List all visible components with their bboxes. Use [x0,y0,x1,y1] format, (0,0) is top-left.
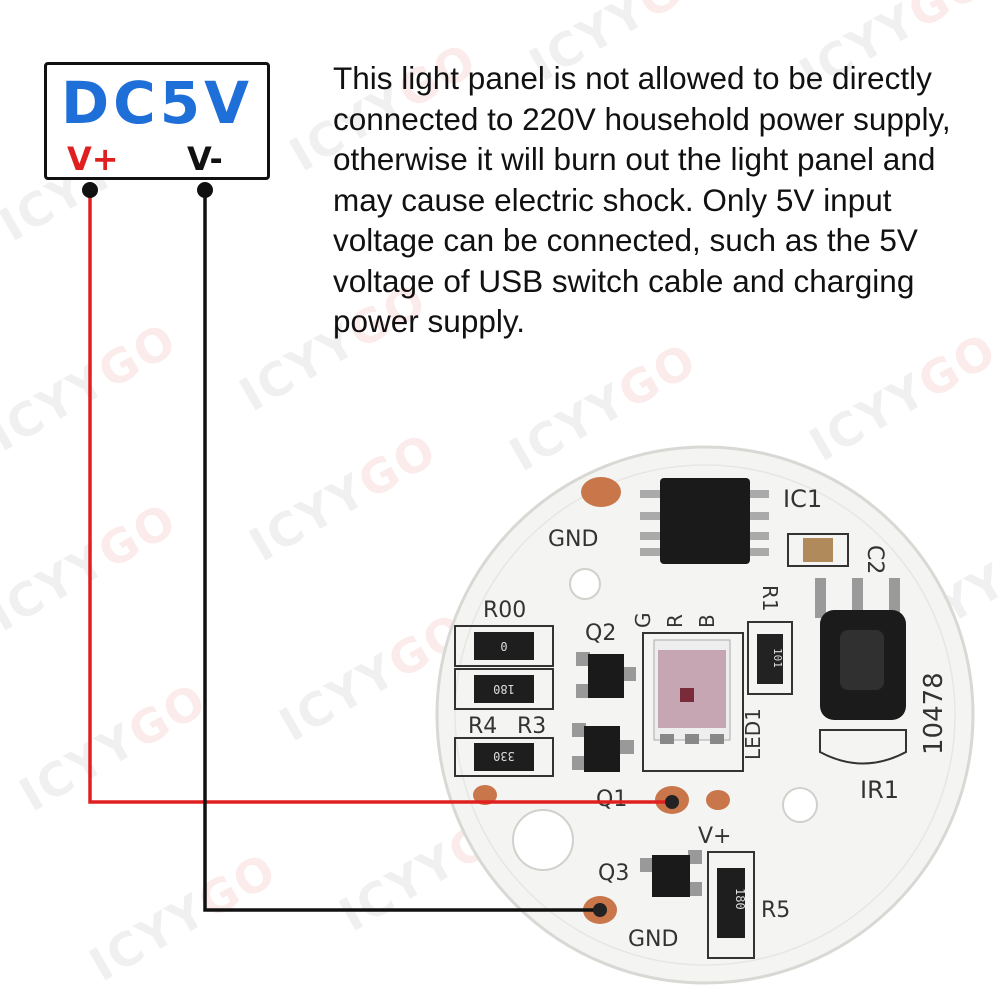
led-r-label: R [663,614,687,628]
q2-transistor [588,654,624,698]
q3-transistor [652,855,690,897]
r5-label: R5 [761,898,790,923]
r1-label: R1 [758,585,782,612]
led1-label: LED1 [741,708,765,760]
r4-mark: 180 [493,682,515,696]
c2-capacitor [803,538,833,562]
mounting-hole-large [512,809,574,871]
q1-transistor [584,726,620,772]
vplus-board-label: V+ [698,824,731,849]
r1-mark: 101 [771,648,784,668]
r3-resistor [474,743,534,771]
r3-mark: 330 [493,749,515,763]
r3-label: R3 [517,714,546,739]
led-g-label: G [631,613,655,629]
solder-pad [706,790,730,810]
r4-label: R4 [468,714,497,739]
mounting-hole [569,568,601,600]
r5-mark: 180 [733,888,747,910]
warning-text: This light panel is not allowed to be di… [333,60,951,339]
ic1-label: IC1 [783,485,822,513]
negative-wire [203,190,600,912]
led-b-label: B [695,614,719,628]
gnd-pad-top [581,477,621,507]
positive-wire [88,190,672,804]
q2-label: Q2 [585,621,616,646]
solder-pad [473,785,497,805]
ic1-chip [640,478,769,564]
power-source-title: DC5V [61,69,253,137]
negative-terminal-dot [197,182,213,198]
positive-end-dot [665,795,679,809]
gnd-top-label: GND [548,527,598,552]
pcb-board: IC1 C2 GND IR1 10478 R1 101 G R B [435,445,975,985]
r00-mark: 0 [500,640,507,654]
gnd-bottom-label: GND [628,927,678,952]
r5-resistor [717,868,745,938]
positive-terminal-dot [82,182,98,198]
q3-label: Q3 [598,861,629,886]
r00-resistor [474,632,534,660]
rgb-led [653,639,731,744]
r4-resistor [474,675,534,703]
mounting-hole [782,787,818,823]
ir1-receiver [815,578,907,765]
c2-label: C2 [862,545,887,574]
q1-label: Q1 [596,787,627,812]
ir1-label: IR1 [860,776,899,804]
board-edge-ring [454,464,956,966]
r00-label: R00 [483,598,526,623]
r1-resistor [757,634,783,684]
power-source-label: DC5V V+ V- [44,62,270,180]
negative-end-dot [593,903,607,917]
positive-terminal-label: V+ [67,140,119,178]
part-number: 10478 [919,672,949,755]
negative-terminal-label: V- [187,140,223,178]
